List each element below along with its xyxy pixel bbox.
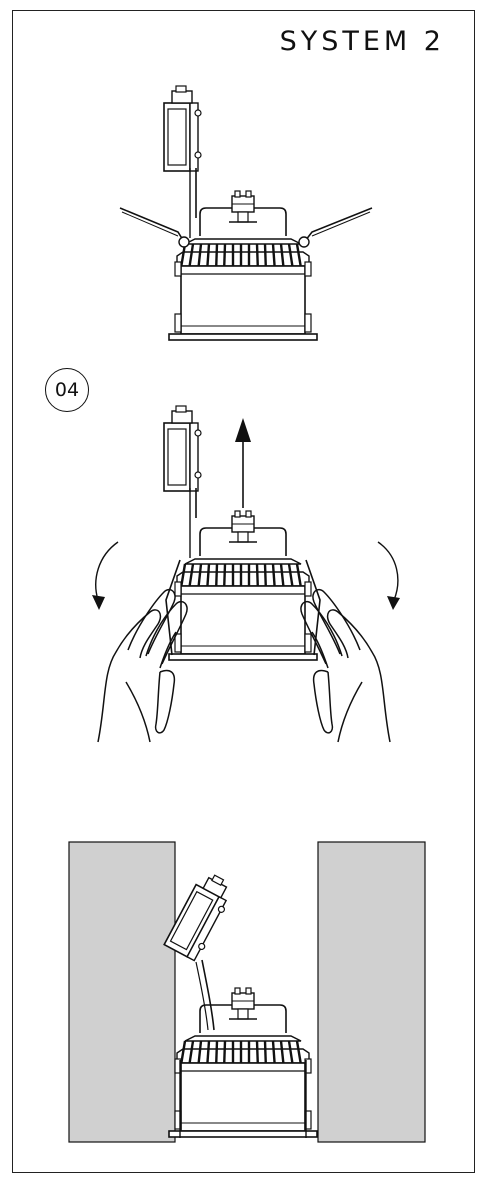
rotate-right-arrow-icon xyxy=(377,541,400,610)
ceiling-installation-drawing xyxy=(68,841,426,1143)
fixture-with-springs-drawing xyxy=(119,85,373,342)
ceiling-left-panel xyxy=(68,841,176,1143)
page-frame xyxy=(12,10,475,1173)
right-hand-drawing xyxy=(300,588,391,743)
pull-up-arrow-icon xyxy=(235,418,251,508)
rotate-left-arrow-icon xyxy=(92,541,119,610)
step-number-badge: 04 xyxy=(45,368,89,412)
step-number-label: 04 xyxy=(54,379,80,401)
page-title: SYSTEM 2 xyxy=(279,26,445,57)
fixture-removal-drawing xyxy=(163,405,321,662)
ceiling-right-panel xyxy=(317,841,426,1143)
left-hand-drawing xyxy=(97,588,188,743)
